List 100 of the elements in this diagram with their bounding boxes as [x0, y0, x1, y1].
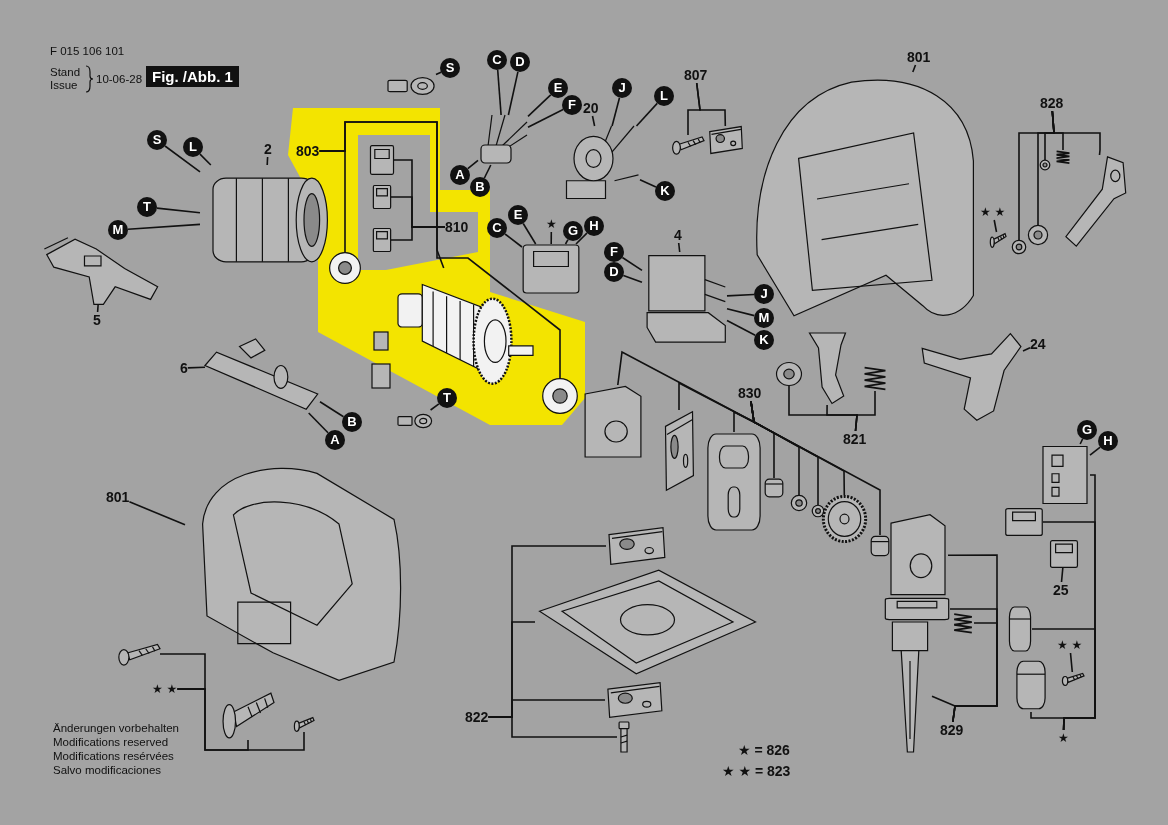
cylinder-part-drawing: [870, 535, 890, 557]
document-number: F 015 106 101: [50, 45, 125, 58]
part-number: 801: [907, 49, 931, 65]
screw-drawing: [672, 135, 704, 155]
connection-letter-badge: S: [440, 58, 460, 78]
cover-plate-drawing: [705, 432, 763, 532]
leader-line: [1079, 438, 1084, 445]
connection-letter-badge: E: [548, 78, 568, 98]
leader-line: [726, 307, 756, 317]
leader-line: [496, 69, 502, 116]
part-number: 803: [296, 143, 320, 159]
leader-line: [622, 274, 643, 284]
leader-line: [611, 96, 621, 127]
connection-letter-badge: G: [563, 221, 583, 241]
part-number: 6: [180, 360, 188, 376]
star-mark: ★ ★: [1057, 637, 1083, 653]
revision-date: 10-06-28: [96, 73, 143, 86]
spring-drawing: [862, 365, 888, 391]
leader-line: [164, 145, 201, 173]
connection-letter-badge: B: [470, 177, 490, 197]
connection-letter-badge: B: [342, 412, 362, 432]
ring-drawing: [542, 378, 578, 414]
connection-letter-badge: C: [487, 50, 507, 70]
leader-line: [504, 233, 523, 248]
leader-line: [564, 238, 569, 245]
mains-plug-drawing: [42, 235, 160, 305]
cylinder-part-drawing: [1008, 604, 1032, 654]
plate-drawing: [606, 527, 666, 565]
star-mark: ★: [546, 216, 557, 232]
leader-line: [1051, 110, 1101, 156]
note: Salvo modificaciones: [53, 764, 162, 777]
ring-drawing: [1028, 225, 1048, 245]
part-number: 810: [445, 219, 469, 235]
leader-line: [127, 223, 201, 231]
screw-drawing: [1062, 672, 1084, 686]
connection-letter-badge: T: [137, 197, 157, 217]
leader-line: [854, 390, 876, 432]
star-mark: ★: [1058, 730, 1069, 746]
leader-line: [726, 319, 756, 337]
connection-letter-badge: J: [612, 78, 632, 98]
ring-drawing: [329, 252, 361, 284]
key-text: ★ ★ = 823: [722, 763, 791, 779]
note: Änderungen vorbehalten: [53, 722, 179, 735]
star-mark: ★ ★: [980, 204, 1006, 220]
leader-line: [318, 121, 561, 379]
leader-line: [156, 207, 201, 214]
part-number: 821: [843, 431, 867, 447]
circuit-board-drawing: [1040, 444, 1090, 506]
connection-letter-badge: L: [183, 137, 203, 157]
connection-letter-badge: J: [754, 284, 774, 304]
leader-line: [487, 716, 618, 738]
plate-drawing: [664, 410, 694, 492]
part-number: 830: [738, 385, 762, 401]
leader-line: [507, 71, 519, 116]
leader-line: [591, 115, 596, 127]
leader-line: [1060, 567, 1064, 583]
key-text: ★ = 826: [738, 742, 790, 758]
leader-line: [931, 695, 956, 723]
bolt-drawing: [617, 722, 631, 752]
screw-drawing: [294, 716, 314, 732]
block-part-drawing: [1050, 540, 1078, 568]
gear-drawing: [822, 495, 867, 543]
leader-line: [1069, 652, 1074, 673]
connection-letter-badge: M: [754, 308, 774, 328]
leader-line: [1089, 446, 1101, 456]
part-number: 807: [684, 67, 708, 83]
ring-drawing: [1040, 160, 1050, 170]
leader-line: [128, 501, 186, 526]
connection-letter-badge: F: [604, 242, 624, 262]
leader-line: [527, 108, 564, 129]
connection-letter-badge: S: [147, 130, 167, 150]
note: Modifications resérvées: [53, 750, 174, 763]
screw-drawing: [990, 232, 1006, 248]
leader-line: [159, 653, 206, 690]
block-part-drawing: [522, 244, 580, 294]
leader-line: [187, 366, 206, 369]
ring-drawing: [812, 505, 824, 517]
plate-drawing: [708, 126, 743, 154]
part-number: 24: [1030, 336, 1046, 352]
revision-label: Stand: [50, 66, 81, 79]
part-number: 828: [1040, 95, 1064, 111]
connection-letter-badge: K: [754, 330, 774, 350]
connection-letter-badge: C: [487, 218, 507, 238]
connection-letter-badge: D: [604, 262, 624, 282]
leader-line: [266, 156, 269, 166]
connection-letter-badge: M: [108, 220, 128, 240]
connection-letter-badge: K: [655, 181, 675, 201]
guide-bracket-drawing: [888, 513, 948, 598]
leader-line: [96, 304, 99, 313]
connection-letter-badge: G: [1077, 420, 1097, 440]
block-part-drawing: [370, 145, 394, 175]
part-number: 829: [940, 722, 964, 738]
block-part-drawing: [373, 228, 391, 252]
connection-letter-badge: D: [510, 52, 530, 72]
connection-letter-badge: L: [654, 86, 674, 106]
screw-drawing: [118, 642, 160, 666]
leader-line: [199, 153, 212, 166]
part-number: 20: [583, 100, 599, 116]
part-number: 801: [106, 489, 130, 505]
ring-drawing: [791, 495, 807, 511]
